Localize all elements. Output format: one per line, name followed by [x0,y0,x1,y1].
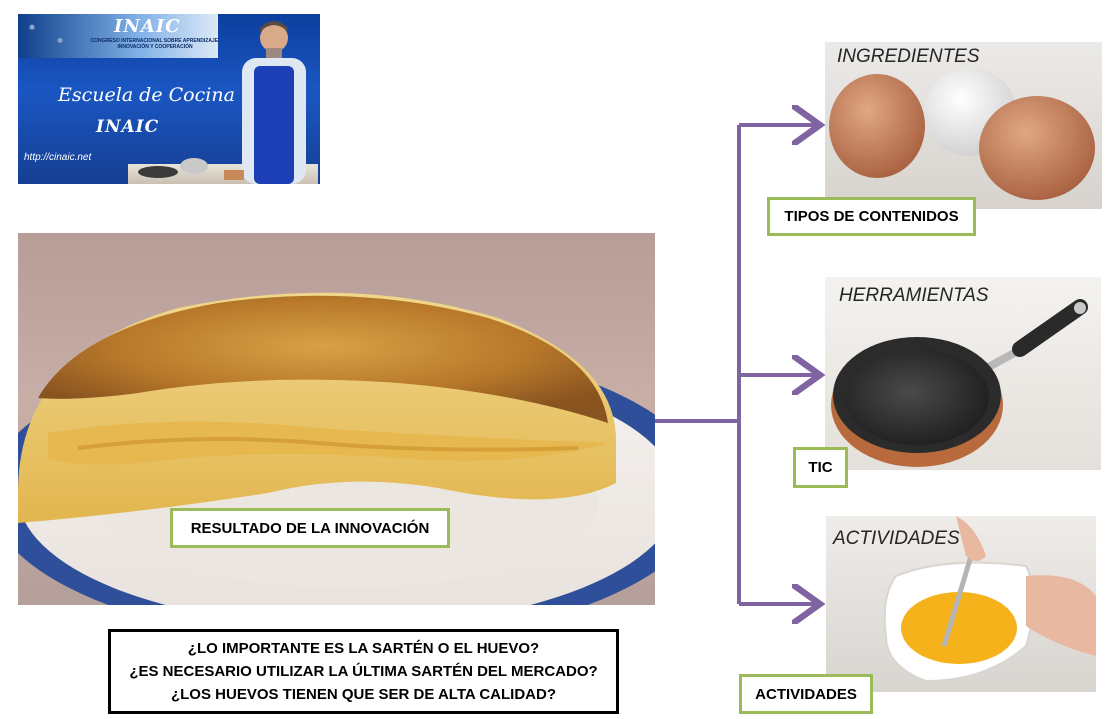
questions-box: ¿LO IMPORTANTE ES LA SARTÉN O EL HUEVO? … [108,629,619,714]
tortilla-photo [18,233,655,605]
question-2: ¿ES NECESARIO UTILIZAR LA ÚLTIMA SARTÉN … [129,663,598,680]
ingredients-photo: INGREDIENTES [825,42,1102,209]
question-1: ¿LO IMPORTANTE ES LA SARTÉN O EL HUEVO? [187,640,540,657]
logo-tagline: CONGRESO INTERNACIONAL SOBRE APRENDIZAJE… [90,38,220,50]
result-label: RESULTADO DE LA INNOVACIÓN [170,508,450,548]
activities-photo: ACTIVIDADES [826,516,1096,692]
chef-figure [242,21,306,184]
cinaic-logo-secondary: INAIC [96,117,160,137]
network-graphic [18,14,88,58]
cinaic-logo: INAIC [114,16,181,37]
content-types-label: TIPOS DE CONTENIDOS [767,197,976,236]
tortilla-illustration [18,292,655,605]
ingredients-title: INGREDIENTES [837,46,980,67]
school-title: Escuela de Cocina [58,84,235,106]
cookware [138,158,244,180]
question-3: ¿LOS HUEVOS TIENEN QUE SER DE ALTA CALID… [170,686,556,703]
activities-label: ACTIVIDADES [739,674,873,714]
beating-eggs-illustration [883,516,1096,683]
activities-title: ACTIVIDADES [833,528,960,549]
thumbnail-url: http://cinaic.net [24,152,92,163]
tools-title: HERRAMIENTAS [839,285,989,306]
frying-pan-illustration [831,299,1088,467]
tools-photo: HERRAMIENTAS [825,277,1101,470]
eggs-illustration [829,68,1095,200]
tic-label: TIC [793,447,848,488]
video-thumbnail: INAIC CONGRESO INTERNACIONAL SOBRE APREN… [18,14,320,184]
